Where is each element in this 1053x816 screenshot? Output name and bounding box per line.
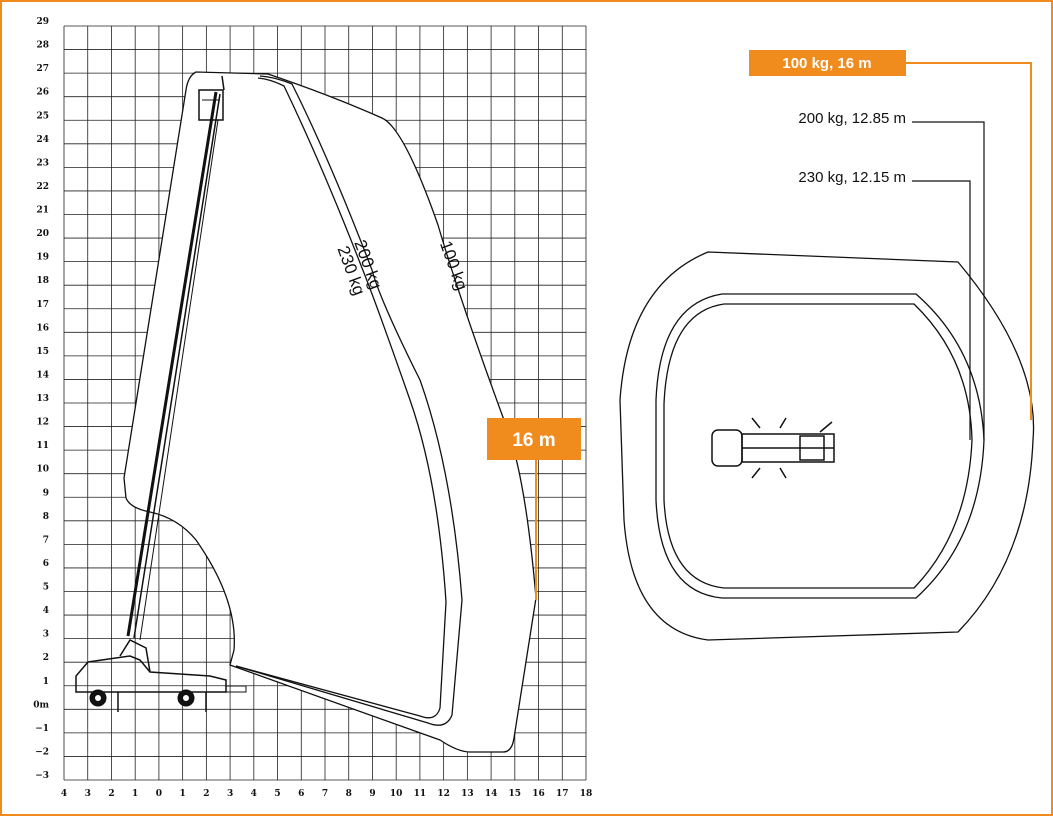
y-tick-label: 29 — [36, 17, 49, 27]
y-tick-label: 13 — [36, 394, 49, 404]
y-tick-label: 7 — [43, 535, 49, 545]
y-tick-label: 0m — [33, 700, 49, 710]
x-tick-label: 6 — [298, 789, 304, 799]
y-axis-ticks: 2928272625242322212019181716151413121110… — [33, 17, 49, 781]
y-tick-label: 6 — [43, 559, 49, 569]
y-tick-label: 14 — [36, 370, 49, 380]
x-tick-label: 4 — [251, 789, 257, 799]
y-tick-label: 20 — [36, 229, 49, 239]
y-tick-label: 1 — [43, 677, 49, 687]
y-tick-label: 18 — [36, 276, 49, 286]
x-tick-label: 9 — [369, 789, 375, 799]
y-tick-label: 10 — [36, 465, 49, 475]
x-tick-label: 10 — [390, 789, 403, 799]
callout-100kg-text: 100 kg, 16 m — [782, 55, 871, 72]
envelope-200kg — [235, 75, 463, 726]
top-view-diagram: 100 kg, 16 m 200 kg, 12.85 m 230 kg, 12.… — [619, 50, 1035, 641]
x-tick-label: 2 — [108, 789, 114, 799]
y-tick-label: 8 — [43, 512, 49, 522]
y-tick-label: 21 — [36, 206, 49, 216]
y-tick-label: 23 — [36, 158, 49, 168]
envelope-100kg — [123, 71, 537, 753]
y-tick-label: −2 — [35, 747, 49, 757]
callout-230kg-text: 230 kg, 12.15 m — [798, 169, 906, 186]
x-tick-label: 16 — [532, 789, 545, 799]
top-outline-230kg — [663, 303, 973, 589]
x-tick-label: 2 — [203, 789, 209, 799]
y-tick-label: 2 — [43, 653, 49, 663]
y-tick-label: 12 — [36, 418, 49, 428]
y-tick-label: 28 — [36, 41, 49, 51]
x-tick-label: 0 — [156, 789, 162, 799]
y-tick-label: 15 — [36, 347, 49, 357]
y-tick-label: −1 — [35, 724, 49, 734]
y-tick-label: 26 — [36, 88, 49, 98]
reach-badge-text: 16 m — [512, 430, 555, 451]
x-tick-label: 3 — [227, 789, 233, 799]
y-tick-label: 11 — [36, 441, 49, 451]
x-tick-label: 15 — [509, 789, 522, 799]
y-tick-label: 25 — [36, 111, 49, 121]
x-tick-label: 5 — [274, 789, 280, 799]
x-tick-label: 18 — [580, 789, 593, 799]
y-tick-label: 4 — [43, 606, 49, 616]
side-view-chart: 2928272625242322212019181716151413121110… — [33, 17, 592, 799]
y-tick-label: 17 — [36, 300, 49, 310]
x-tick-label: 8 — [346, 789, 352, 799]
y-tick-label: 24 — [36, 135, 49, 145]
truck-boom-icon — [75, 75, 247, 712]
truck-top-icon — [711, 417, 835, 479]
top-outline-100kg — [619, 251, 1035, 641]
y-tick-label: 27 — [36, 64, 49, 74]
y-tick-label: 19 — [36, 253, 49, 263]
y-tick-label: 5 — [43, 583, 49, 593]
x-tick-label: 1 — [132, 789, 138, 799]
x-tick-label: 14 — [485, 789, 498, 799]
envelope-230kg — [235, 77, 447, 719]
x-tick-label: 1 — [180, 789, 186, 799]
callout-100kg: 100 kg, 16 m — [749, 50, 1032, 420]
callout-200kg-text: 200 kg, 12.85 m — [798, 110, 906, 127]
y-tick-label: 16 — [36, 323, 49, 333]
y-tick-label: 22 — [36, 182, 49, 192]
y-tick-label: 9 — [43, 488, 49, 498]
x-tick-label: 13 — [461, 789, 474, 799]
callout-200kg: 200 kg, 12.85 m — [798, 110, 985, 440]
x-tick-label: 12 — [437, 789, 450, 799]
x-tick-label: 7 — [322, 789, 328, 799]
callout-230kg: 230 kg, 12.15 m — [798, 169, 971, 440]
x-tick-label: 3 — [85, 789, 91, 799]
x-tick-label: 17 — [556, 789, 569, 799]
top-outline-200kg — [655, 293, 985, 599]
y-tick-label: 3 — [43, 630, 49, 640]
x-tick-label: 4 — [61, 789, 67, 799]
reach-badge: 16 m — [487, 418, 581, 600]
x-tick-label: 11 — [414, 789, 427, 799]
y-tick-label: −3 — [35, 771, 49, 781]
